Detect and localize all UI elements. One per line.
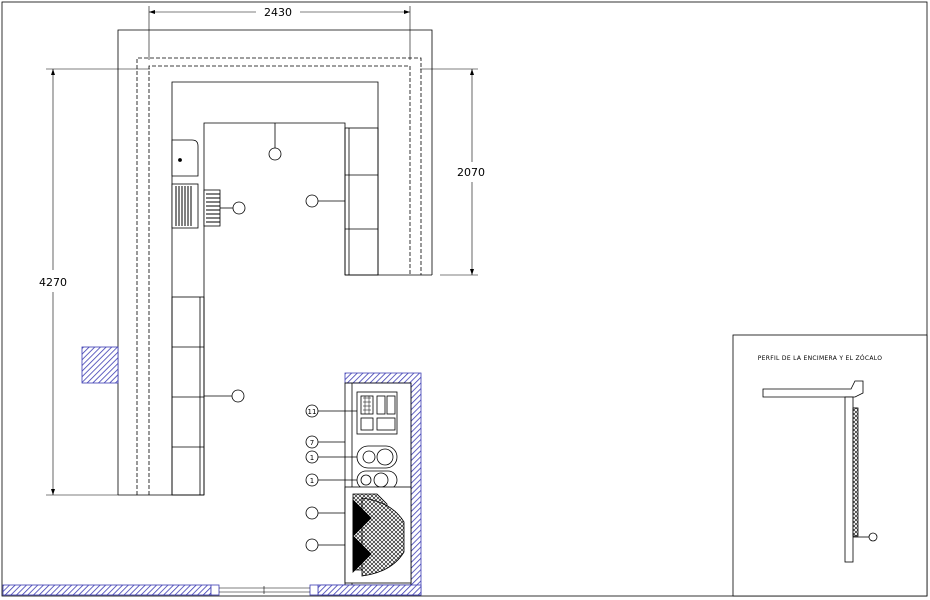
dimension-top-width: 2430	[148, 6, 411, 60]
dimension-left-height: 4270	[39, 68, 150, 496]
callout-1a: 1	[305, 450, 357, 464]
appliance-oven	[356, 391, 398, 435]
dimension-right-label: 2070	[457, 166, 485, 179]
plan-markers	[204, 123, 345, 403]
upper-cabinet-dashed-line	[136, 57, 422, 495]
dimension-left-label: 4270	[39, 276, 67, 289]
dimension-right-height: 2070	[420, 68, 485, 276]
detail-panel-title: PERFIL DE LA ENCIMERA Y EL ZÓCALO	[758, 355, 883, 362]
marker-circle	[268, 147, 282, 161]
bottom-wall	[2, 584, 422, 596]
callout-label: 1	[310, 477, 314, 485]
sink	[171, 139, 221, 229]
right-cabinets	[344, 127, 379, 276]
detail-panel: PERFIL DE LA ENCIMERA Y EL ZÓCALO	[732, 334, 928, 597]
countertop-profile	[762, 380, 878, 563]
wall-column-left	[81, 346, 119, 384]
callout-label: 11	[308, 408, 317, 416]
callout-label: 1	[310, 454, 314, 462]
left-lower-cabinets	[171, 296, 205, 496]
callout-7: 7	[305, 435, 345, 449]
marker-circle	[232, 201, 246, 215]
marker-circle	[231, 389, 245, 403]
callout-11: 11	[305, 404, 357, 418]
hatched-appliance	[344, 486, 412, 584]
dimension-top-label: 2430	[264, 6, 292, 19]
double-basin	[356, 445, 398, 490]
plan-markers-lower	[305, 506, 345, 552]
callout-label: 7	[310, 439, 314, 447]
marker-circle	[305, 194, 319, 208]
callout-1b: 1	[305, 473, 357, 487]
